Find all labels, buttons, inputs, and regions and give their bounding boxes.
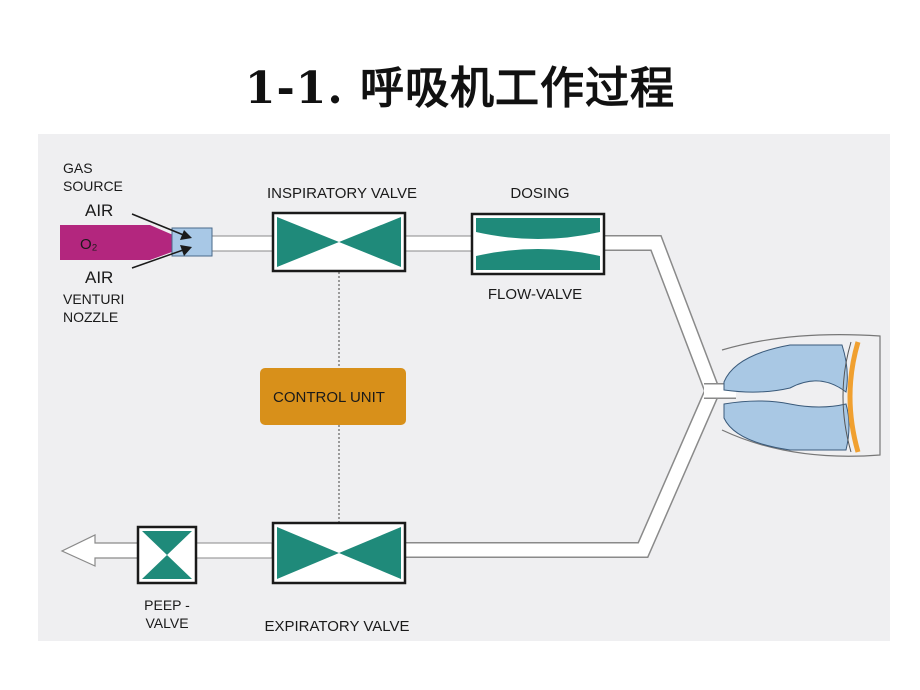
page-title: 1-1. 呼吸机工作过程: [244, 63, 676, 114]
air-label-top: AIR: [85, 201, 113, 220]
air-arrow-top: [131, 213, 192, 240]
inspiratory-valve: [271, 211, 407, 273]
inspiratory-limb-pipe: [603, 235, 720, 393]
gas-source-label-line1: GAS: [63, 160, 93, 176]
inspiratory-to-dosing-pipe: [403, 235, 475, 252]
expiratory-valve-label: EXPIRATORY VALVE: [264, 618, 409, 635]
inspiratory-valve-label: INSPIRATORY VALVE: [267, 185, 417, 202]
dosing-label: DOSING: [510, 185, 569, 202]
air-arrow-bottom: [131, 245, 192, 269]
expiratory-limb-pipe: [405, 388, 720, 558]
exhaust-arrow: [60, 534, 139, 567]
peep-valve-label-line2: VALVE: [145, 615, 188, 631]
control-unit: CONTROL UNIT: [260, 368, 406, 425]
flow-valve-label: FLOW-VALVE: [488, 286, 582, 303]
peep-valve-label-line1: PEEP -: [144, 597, 190, 613]
air-label-bottom: AIR: [85, 268, 113, 287]
expiratory-to-peep-pipe: [195, 542, 273, 559]
lungs: [721, 334, 881, 457]
inlet-pipe: [211, 235, 275, 252]
venturi-label-line1: VENTURI: [63, 291, 124, 307]
expiratory-valve: [271, 521, 407, 585]
peep-valve: [136, 525, 198, 585]
gas-source-label-line2: SOURCE: [63, 178, 123, 194]
venturi-label-line2: NOZZLE: [63, 309, 118, 325]
o2-nozzle: O₂: [60, 225, 180, 260]
dosing-flow-valve: [470, 212, 606, 276]
o2-label: O₂: [80, 236, 98, 253]
control-unit-label: CONTROL UNIT: [273, 389, 385, 406]
